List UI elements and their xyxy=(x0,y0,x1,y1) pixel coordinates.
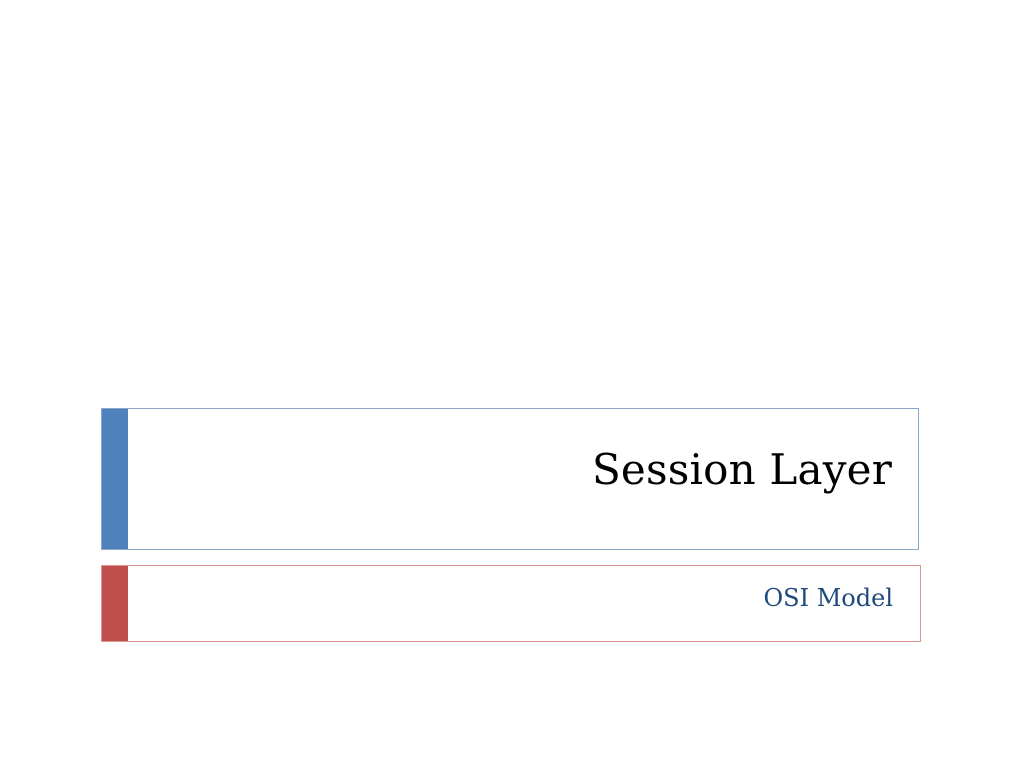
slide-subtitle: OSI Model xyxy=(763,584,894,612)
subtitle-box: OSI Model xyxy=(101,565,921,642)
title-box: Session Layer xyxy=(101,408,919,550)
title-accent-bar xyxy=(102,409,128,549)
slide-title: Session Layer xyxy=(591,445,892,494)
subtitle-accent-bar xyxy=(102,566,128,641)
